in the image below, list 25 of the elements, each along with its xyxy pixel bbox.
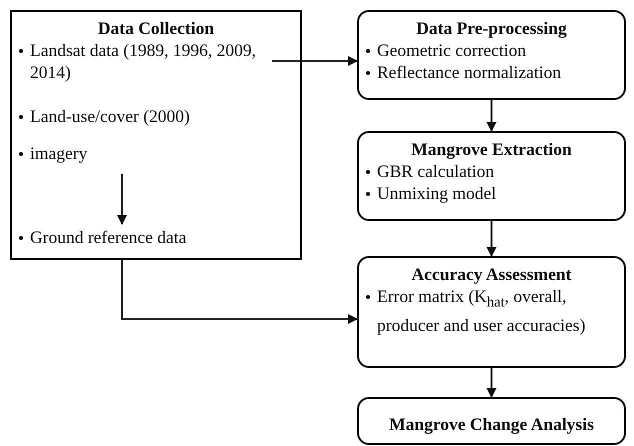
bullet-item: imagery	[30, 143, 88, 163]
box-heading: Data Collection	[96, 17, 216, 39]
arrow	[121, 260, 358, 324]
process-box	[357, 397, 626, 445]
bullet-item: Error matrix (K$_{hat}$, overall, producer and user accuracies)	[377, 286, 586, 334]
box-heading: Accuracy Assessment	[410, 263, 572, 285]
process-box	[357, 10, 626, 100]
arrow	[486, 100, 496, 132]
arrow	[486, 221, 496, 257]
data-collection-box	[10, 10, 302, 260]
bullet-item: GBR calculation	[377, 161, 494, 181]
arrow	[486, 368, 496, 398]
bullet-item: Geometric correction	[377, 40, 526, 60]
bullet-item: Landsat data (1989, 1996, 2009, 2014)	[30, 40, 256, 82]
process-box	[357, 256, 626, 368]
bullet-item: Land-use/cover (2000)	[30, 106, 190, 126]
box-heading: Data Pre-processing	[415, 17, 568, 39]
bullet-item: Ground reference data	[30, 227, 186, 247]
box-heading: Mangrove Change Analysis	[388, 413, 595, 436]
bullet-item: Unmixing model	[377, 183, 496, 203]
process-box	[357, 131, 626, 221]
arrow	[272, 56, 358, 66]
box-heading: Mangrove Extraction	[410, 138, 573, 160]
arrow	[117, 174, 127, 225]
bullet-item: Reflectance normalization	[377, 62, 562, 82]
